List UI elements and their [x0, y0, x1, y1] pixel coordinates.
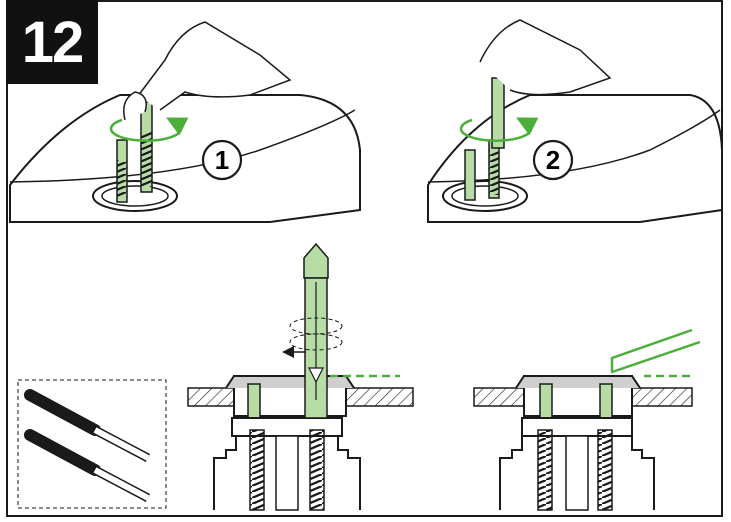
- cross-section-install: [187, 242, 414, 511]
- parts-inset: [17, 379, 167, 509]
- rotate-arrow-icon: [109, 117, 189, 142]
- sub-step-1-label: 1: [215, 145, 229, 175]
- direction-arrow-icon: [610, 328, 701, 374]
- sub-step-1-illustration: 1: [9, 21, 361, 223]
- rotate-arrow-icon: [459, 117, 539, 142]
- panel-frame: [6, 0, 723, 517]
- threaded-rod-icon: [24, 429, 151, 502]
- step-number-badge: 12: [6, 0, 98, 84]
- screwdriver-icon: [303, 242, 329, 279]
- sub-step-2-illustration: 2: [427, 19, 723, 223]
- threaded-rod-icon: [24, 389, 151, 462]
- cross-section-result: [473, 328, 701, 511]
- sub-step-2-label: 2: [546, 145, 560, 175]
